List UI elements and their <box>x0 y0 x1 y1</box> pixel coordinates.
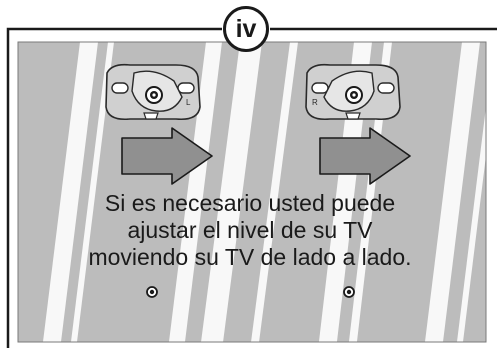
screw-hole-icon <box>146 286 158 298</box>
glare-streaks <box>42 42 486 342</box>
instruction-caption: Si es necesario usted puede ajustar el n… <box>40 190 460 271</box>
screw-hole-icon <box>343 286 355 298</box>
bracket-right-side-label: R <box>312 98 318 107</box>
wall-bracket-left: L <box>105 63 201 121</box>
arrow-right-icon <box>121 127 213 185</box>
arrow-right-icon <box>319 127 411 185</box>
bracket-left-side-label: L <box>186 98 191 107</box>
tv-back-panel <box>17 41 487 343</box>
caption-line-3: moviendo su TV de lado a lado. <box>88 244 412 270</box>
step-number-badge: iv <box>223 6 269 52</box>
outer-frame <box>6 27 497 348</box>
caption-line-1: Si es necesario usted puede <box>104 190 396 216</box>
wall-bracket-right: R <box>305 63 401 121</box>
step-number: iv <box>235 14 257 43</box>
caption-line-2: ajustar el nivel de su TV <box>127 217 373 243</box>
